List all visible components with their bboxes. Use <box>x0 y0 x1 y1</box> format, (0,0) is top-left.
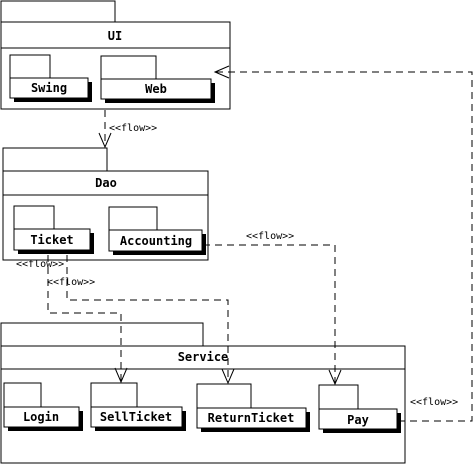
flow-ticket-to-sellticket-label: <<flow>> <box>16 259 64 270</box>
package-returnticket-label: ReturnTicket <box>208 411 295 425</box>
package-ui: UI Swing Web <box>0 0 231 110</box>
package-ticket: Ticket <box>13 205 94 254</box>
flow-ticket-to-sellticket: <<flow>> <box>16 255 128 384</box>
package-service-title: Service <box>178 350 229 364</box>
package-login-tab <box>3 382 42 409</box>
package-dao-header <box>2 170 209 196</box>
package-ticket-body <box>13 228 91 251</box>
package-dao: Dao Ticket Accounting <box>2 147 209 261</box>
package-swing: Swing <box>9 54 92 102</box>
package-swing-body <box>9 77 89 99</box>
flow-ticket-to-returnticket: <<flow>> <box>47 255 235 385</box>
package-sellticket-label: SellTicket <box>100 410 172 424</box>
package-returnticket-body <box>196 407 307 429</box>
package-ui-header <box>0 21 231 49</box>
package-login-body <box>3 406 80 428</box>
flow-pay-to-web-label: <<flow>> <box>410 397 458 408</box>
package-pay-body <box>318 408 398 430</box>
package-sellticket-body <box>90 406 183 428</box>
flow-ui-to-dao-arrowhead <box>98 132 112 149</box>
package-dao-title: Dao <box>95 176 117 190</box>
package-dao-tab <box>2 147 108 172</box>
package-service: Service Login SellTicket ReturnTicket <box>0 322 406 464</box>
package-accounting-body <box>108 229 203 252</box>
package-returnticket: ReturnTicket <box>196 383 310 432</box>
flow-ticket-to-sellticket-line <box>47 255 122 382</box>
flow-pay-to-web-line <box>216 71 473 422</box>
package-accounting-tab <box>108 206 158 232</box>
package-ticket-label: Ticket <box>30 233 73 247</box>
flow-ui-to-dao-label: <<flow>> <box>109 123 157 134</box>
package-accounting-label: Accounting <box>120 234 192 248</box>
flow-pay-to-web: <<flow>> <box>213 65 473 422</box>
package-swing-label: Swing <box>31 81 67 95</box>
package-sellticket: SellTicket <box>90 382 186 431</box>
flow-ticket-to-returnticket-label: <<flow>> <box>47 277 95 288</box>
package-accounting: Accounting <box>108 206 206 255</box>
package-returnticket-tab <box>196 383 252 410</box>
package-service-tab <box>0 322 204 347</box>
package-ui-title: UI <box>108 29 122 43</box>
flow-ticket-to-sellticket-arrowhead <box>114 367 128 384</box>
package-sellticket-tab <box>90 382 138 409</box>
package-swing-tab <box>9 54 51 80</box>
package-pay: Pay <box>318 384 401 433</box>
flow-ticket-to-returnticket-arrowhead <box>221 368 235 385</box>
package-web: Web <box>100 55 215 103</box>
flow-accounting-to-pay-arrowhead <box>328 369 342 386</box>
flow-accounting-to-pay: <<flow>> <box>203 231 342 386</box>
package-web-body <box>100 78 212 100</box>
package-login-label: Login <box>23 410 59 424</box>
package-pay-tab <box>318 384 359 411</box>
flow-accounting-to-pay-label: <<flow>> <box>246 231 294 242</box>
package-login: Login <box>3 382 83 431</box>
package-pay-label: Pay <box>347 413 369 427</box>
flow-ticket-to-returnticket-line <box>66 255 229 383</box>
flow-accounting-to-pay-line <box>203 244 336 384</box>
package-web-label: Web <box>145 82 167 96</box>
flow-pay-to-web-arrowhead <box>213 65 230 79</box>
package-ticket-tab <box>13 205 55 231</box>
flow-ui-to-dao: <<flow>> <box>98 110 157 149</box>
package-web-tab <box>100 55 157 81</box>
package-ui-tab <box>0 0 116 23</box>
